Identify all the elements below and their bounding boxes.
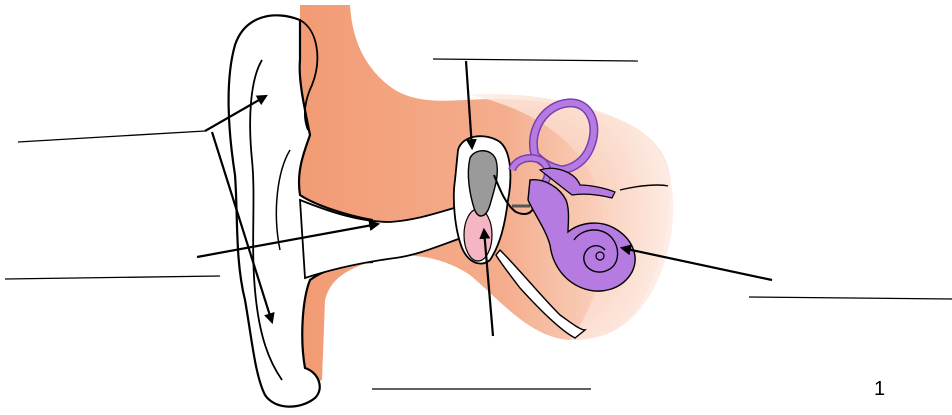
page-number: 1: [874, 378, 885, 401]
blank-line-right[interactable]: [749, 297, 952, 299]
eardrum: [464, 209, 492, 261]
blank-line-left-upper[interactable]: [18, 131, 205, 142]
blank-line-left-lower[interactable]: [5, 276, 220, 279]
blank-line-top[interactable]: [433, 59, 638, 61]
